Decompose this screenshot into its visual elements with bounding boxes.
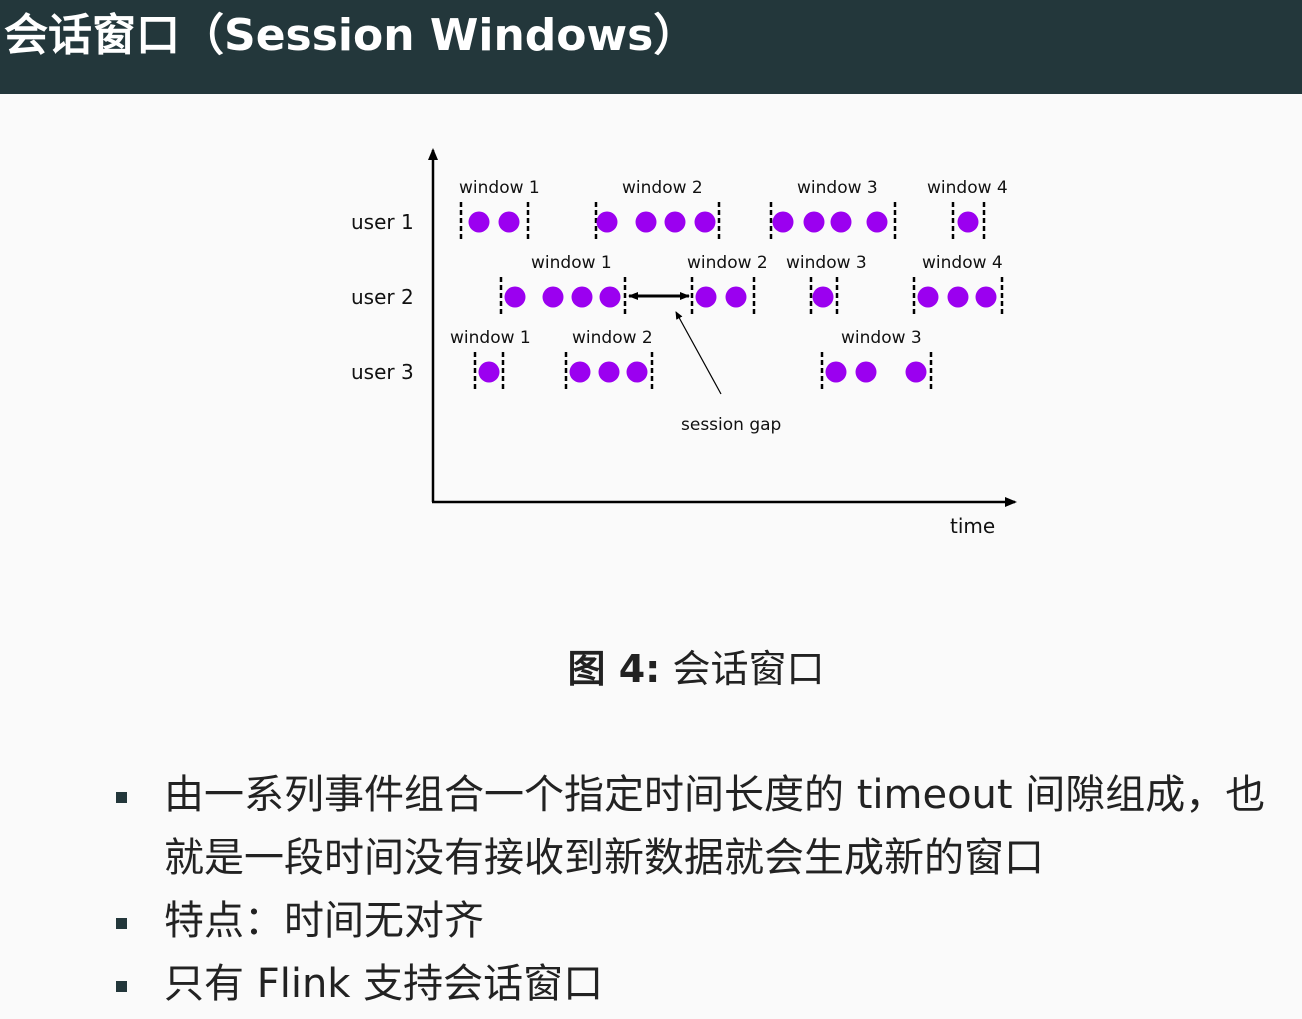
event-dot bbox=[957, 211, 979, 233]
session-gap-label: session gap bbox=[681, 415, 781, 435]
event-dot bbox=[905, 361, 927, 383]
bullet-item: 由一系列事件组合一个指定时间长度的 timeout 间隙组成，也就是一段时间没有… bbox=[112, 764, 1292, 890]
session-gap-pointer bbox=[675, 311, 722, 395]
bullet-item: 特点：时间无对齐 bbox=[112, 890, 1292, 953]
event-dot bbox=[664, 211, 686, 233]
window-label: window 3 bbox=[797, 178, 878, 198]
user-label: user 1 bbox=[351, 210, 414, 234]
event-dot bbox=[542, 286, 564, 308]
event-dot bbox=[596, 211, 618, 233]
event-dot bbox=[725, 286, 747, 308]
window-label: window 1 bbox=[531, 253, 612, 273]
event-dot bbox=[635, 211, 657, 233]
event-dot bbox=[598, 361, 620, 383]
event-dot bbox=[855, 361, 877, 383]
window-label: window 3 bbox=[841, 328, 922, 348]
bullet-item: 只有 Flink 支持会话窗口 bbox=[112, 953, 1292, 1016]
event-dot bbox=[695, 286, 717, 308]
window-label: window 2 bbox=[622, 178, 703, 198]
window-label: window 2 bbox=[572, 328, 653, 348]
user-row: user 3 window 1 window 2 window 3 bbox=[351, 328, 933, 392]
event-dot bbox=[947, 286, 969, 308]
slide-title: 会话窗口（Session Windows） bbox=[4, 10, 698, 61]
event-dot bbox=[866, 211, 888, 233]
window-label: window 3 bbox=[786, 253, 867, 273]
user-row: user 2 window 1 window 2 window 3 window 4 bbox=[351, 253, 1004, 317]
event-dot bbox=[917, 286, 939, 308]
event-dot bbox=[468, 211, 490, 233]
window-label: window 4 bbox=[927, 178, 1008, 198]
bullet-list: 由一系列事件组合一个指定时间长度的 timeout 间隙组成，也就是一段时间没有… bbox=[112, 764, 1292, 1016]
window-label: window 4 bbox=[922, 253, 1003, 273]
event-dot bbox=[626, 361, 648, 383]
figure-caption: 图 4: 会话窗口 bbox=[0, 638, 1302, 693]
caption-text: 会话窗口 bbox=[672, 647, 825, 691]
event-dot bbox=[569, 361, 591, 383]
event-dot bbox=[694, 211, 716, 233]
event-dot bbox=[812, 286, 834, 308]
event-dot bbox=[478, 361, 500, 383]
event-dot bbox=[830, 211, 852, 233]
event-dot bbox=[498, 211, 520, 233]
user-label: user 3 bbox=[351, 360, 414, 384]
event-dot bbox=[975, 286, 997, 308]
event-dot bbox=[504, 286, 526, 308]
title-bar: 会话窗口（Session Windows） bbox=[0, 0, 1302, 94]
event-dot bbox=[599, 286, 621, 308]
event-dot bbox=[825, 361, 847, 383]
user-label: user 2 bbox=[351, 285, 414, 309]
event-dot bbox=[571, 286, 593, 308]
x-axis-label: time bbox=[950, 514, 995, 538]
window-label: window 1 bbox=[459, 178, 540, 198]
caption-figure-number: 图 4: bbox=[567, 647, 661, 691]
event-dot bbox=[803, 211, 825, 233]
event-dot bbox=[772, 211, 794, 233]
session-window-diagram: time session gap user 1 window 1 window 2 w… bbox=[351, 148, 1017, 538]
window-label: window 1 bbox=[450, 328, 531, 348]
window-label: window 2 bbox=[687, 253, 768, 273]
user-row: user 1 window 1 window 2 window 3 window 4 bbox=[351, 178, 1008, 242]
